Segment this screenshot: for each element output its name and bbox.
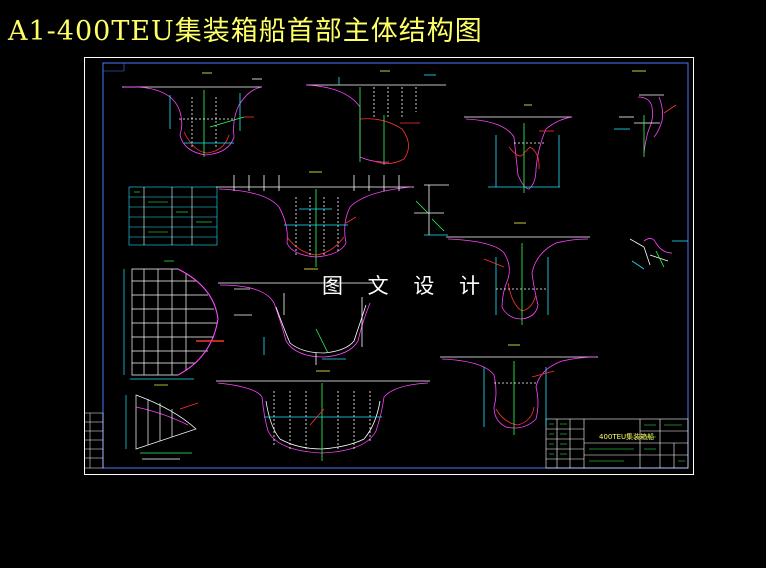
revision-table [84,412,104,469]
section-14 [216,370,430,461]
section-12 [440,344,598,435]
title-block-name: 400TEU集装箱船 [599,433,655,441]
section-4 [614,70,677,157]
sheet-outer-frame [84,57,694,475]
section-6 [216,171,414,267]
section-13 [125,384,199,460]
section-5-table [128,186,218,246]
cad-drawing [84,57,694,475]
watermark-text: 图 文 设 计 [322,274,490,298]
section-9 [629,238,688,270]
page-title: A1-400TEU集装箱船首部主体结构图 [8,16,483,47]
section-7 [414,184,449,236]
sheet-inner-border [102,62,689,469]
section-8 [446,222,590,325]
title-block [545,418,689,469]
section-1 [122,72,263,157]
section-11 [218,268,374,365]
section-10 [123,260,252,380]
section-2 [305,70,446,165]
drawing-sheet [84,57,694,475]
section-3 [464,104,573,193]
